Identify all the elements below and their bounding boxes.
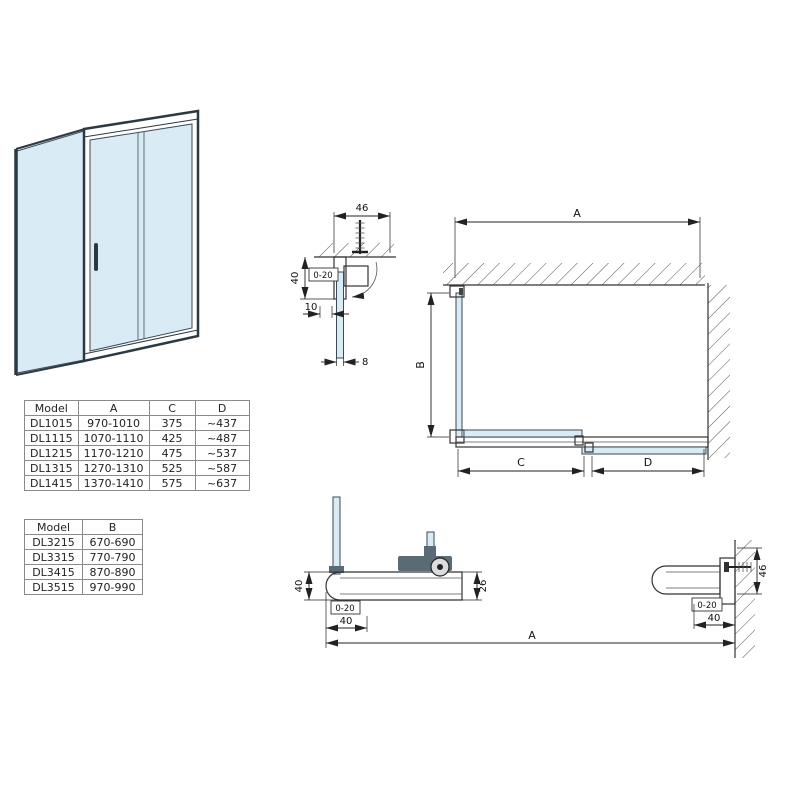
side-panel-plan	[455, 292, 463, 438]
col-header: B	[82, 519, 143, 535]
bottom-rail-section: 40 0-20 40 26 A	[294, 496, 735, 648]
cell: DL3415	[24, 564, 83, 580]
cell: 870-890	[82, 564, 143, 580]
cell: DL1415	[24, 475, 79, 491]
top-profile-detail: 46 40 0-20 10 8	[290, 203, 396, 368]
cell: DL1315	[24, 460, 79, 476]
cell: ~487	[194, 430, 250, 446]
table-header-row: Model B	[24, 519, 143, 535]
table-row: DL1215 1170-1210 475 ~537	[24, 445, 250, 461]
glass-section	[336, 271, 344, 359]
table-row: DL3415 870-890	[24, 564, 143, 580]
dim-c-label: C	[517, 456, 525, 469]
cell: 970-990	[82, 579, 143, 595]
dim-40-left-label: 40	[294, 580, 305, 593]
plan-view: A B C D	[414, 207, 730, 477]
col-header: D	[194, 400, 250, 416]
cell: 770-790	[82, 549, 143, 565]
cell: 425	[148, 430, 196, 446]
wall-hatching	[318, 243, 394, 257]
cell: 525	[148, 460, 196, 476]
side-panel-glass	[16, 130, 85, 374]
cell: 670-690	[82, 534, 143, 550]
dim-40-label: 40	[708, 613, 721, 624]
cell: DL3315	[24, 549, 83, 565]
cell: ~437	[194, 415, 250, 431]
dim-8-label: 8	[362, 357, 368, 368]
dim-40-bottom-label: 40	[340, 616, 353, 627]
cell: DL1015	[24, 415, 79, 431]
cell: ~587	[194, 460, 250, 476]
dim-adjust-label: 0-20	[335, 604, 354, 614]
cell: 1170-1210	[77, 445, 150, 461]
door-glass	[89, 123, 193, 352]
size-table-acd: Model A C D DL1015 970-1010 375 ~437 DL1…	[24, 400, 250, 491]
dim-46-label: 46	[356, 203, 369, 214]
right-wall-hatching	[708, 285, 730, 458]
dim-a-label: A	[573, 207, 581, 220]
dim-d-label: D	[644, 456, 652, 469]
table-row: DL3215 670-690	[24, 534, 143, 550]
table-row: DL1015 970-1010 375 ~437	[24, 415, 250, 431]
cell: DL3215	[24, 534, 83, 550]
cell: DL1115	[24, 430, 79, 446]
table-row: DL3515 970-990	[24, 579, 143, 595]
dim-10-label: 10	[305, 302, 318, 313]
cell: 375	[148, 415, 196, 431]
table-row: DL3315 770-790	[24, 549, 143, 565]
table-row: DL1415 1370-1410 575 ~637	[24, 475, 250, 491]
table-row: DL1315 1270-1310 525 ~587	[24, 460, 250, 476]
cell: DL3515	[24, 579, 83, 595]
cell: ~637	[194, 475, 250, 491]
cell: 475	[148, 445, 196, 461]
cell: 1370-1410	[77, 475, 150, 491]
sliding-door-plan	[581, 446, 707, 455]
col-header: Model	[24, 400, 79, 416]
bottom-track-profile	[325, 571, 463, 601]
adjust-profile	[651, 565, 721, 595]
wall-hatching	[735, 540, 755, 658]
cell: 1070-1110	[77, 430, 150, 446]
fixed-door-plan	[463, 429, 583, 438]
dim-a-overall-label: A	[528, 629, 536, 642]
size-table-b: Model B DL3215 670-690 DL3315 770-790 DL…	[24, 519, 143, 595]
col-header: A	[77, 400, 150, 416]
dim-adjust-label: 0-20	[313, 271, 332, 281]
table-header-row: Model A C D	[24, 400, 250, 416]
col-header: C	[148, 400, 196, 416]
cell: ~537	[194, 445, 250, 461]
dim-26-label: 26	[478, 580, 489, 593]
dim-adjust-label: 0-20	[697, 601, 716, 611]
dim-46-label: 46	[758, 565, 769, 578]
top-wall-hatching	[443, 263, 705, 285]
profile-clamp	[343, 265, 369, 287]
cell: 1270-1310	[77, 460, 150, 476]
table-row: DL1115 1070-1110 425 ~487	[24, 430, 250, 446]
fixed-glass-section	[332, 496, 341, 575]
cell: DL1215	[24, 445, 79, 461]
isometric-view	[14, 109, 200, 376]
cell: 575	[148, 475, 196, 491]
dim-b-label: B	[414, 361, 427, 369]
door-handle	[94, 243, 98, 271]
cell: 970-1010	[77, 415, 150, 431]
col-header: Model	[24, 519, 83, 535]
right-profile-detail: 0-20 40 46	[651, 540, 769, 658]
dim-40-label: 40	[290, 272, 301, 285]
